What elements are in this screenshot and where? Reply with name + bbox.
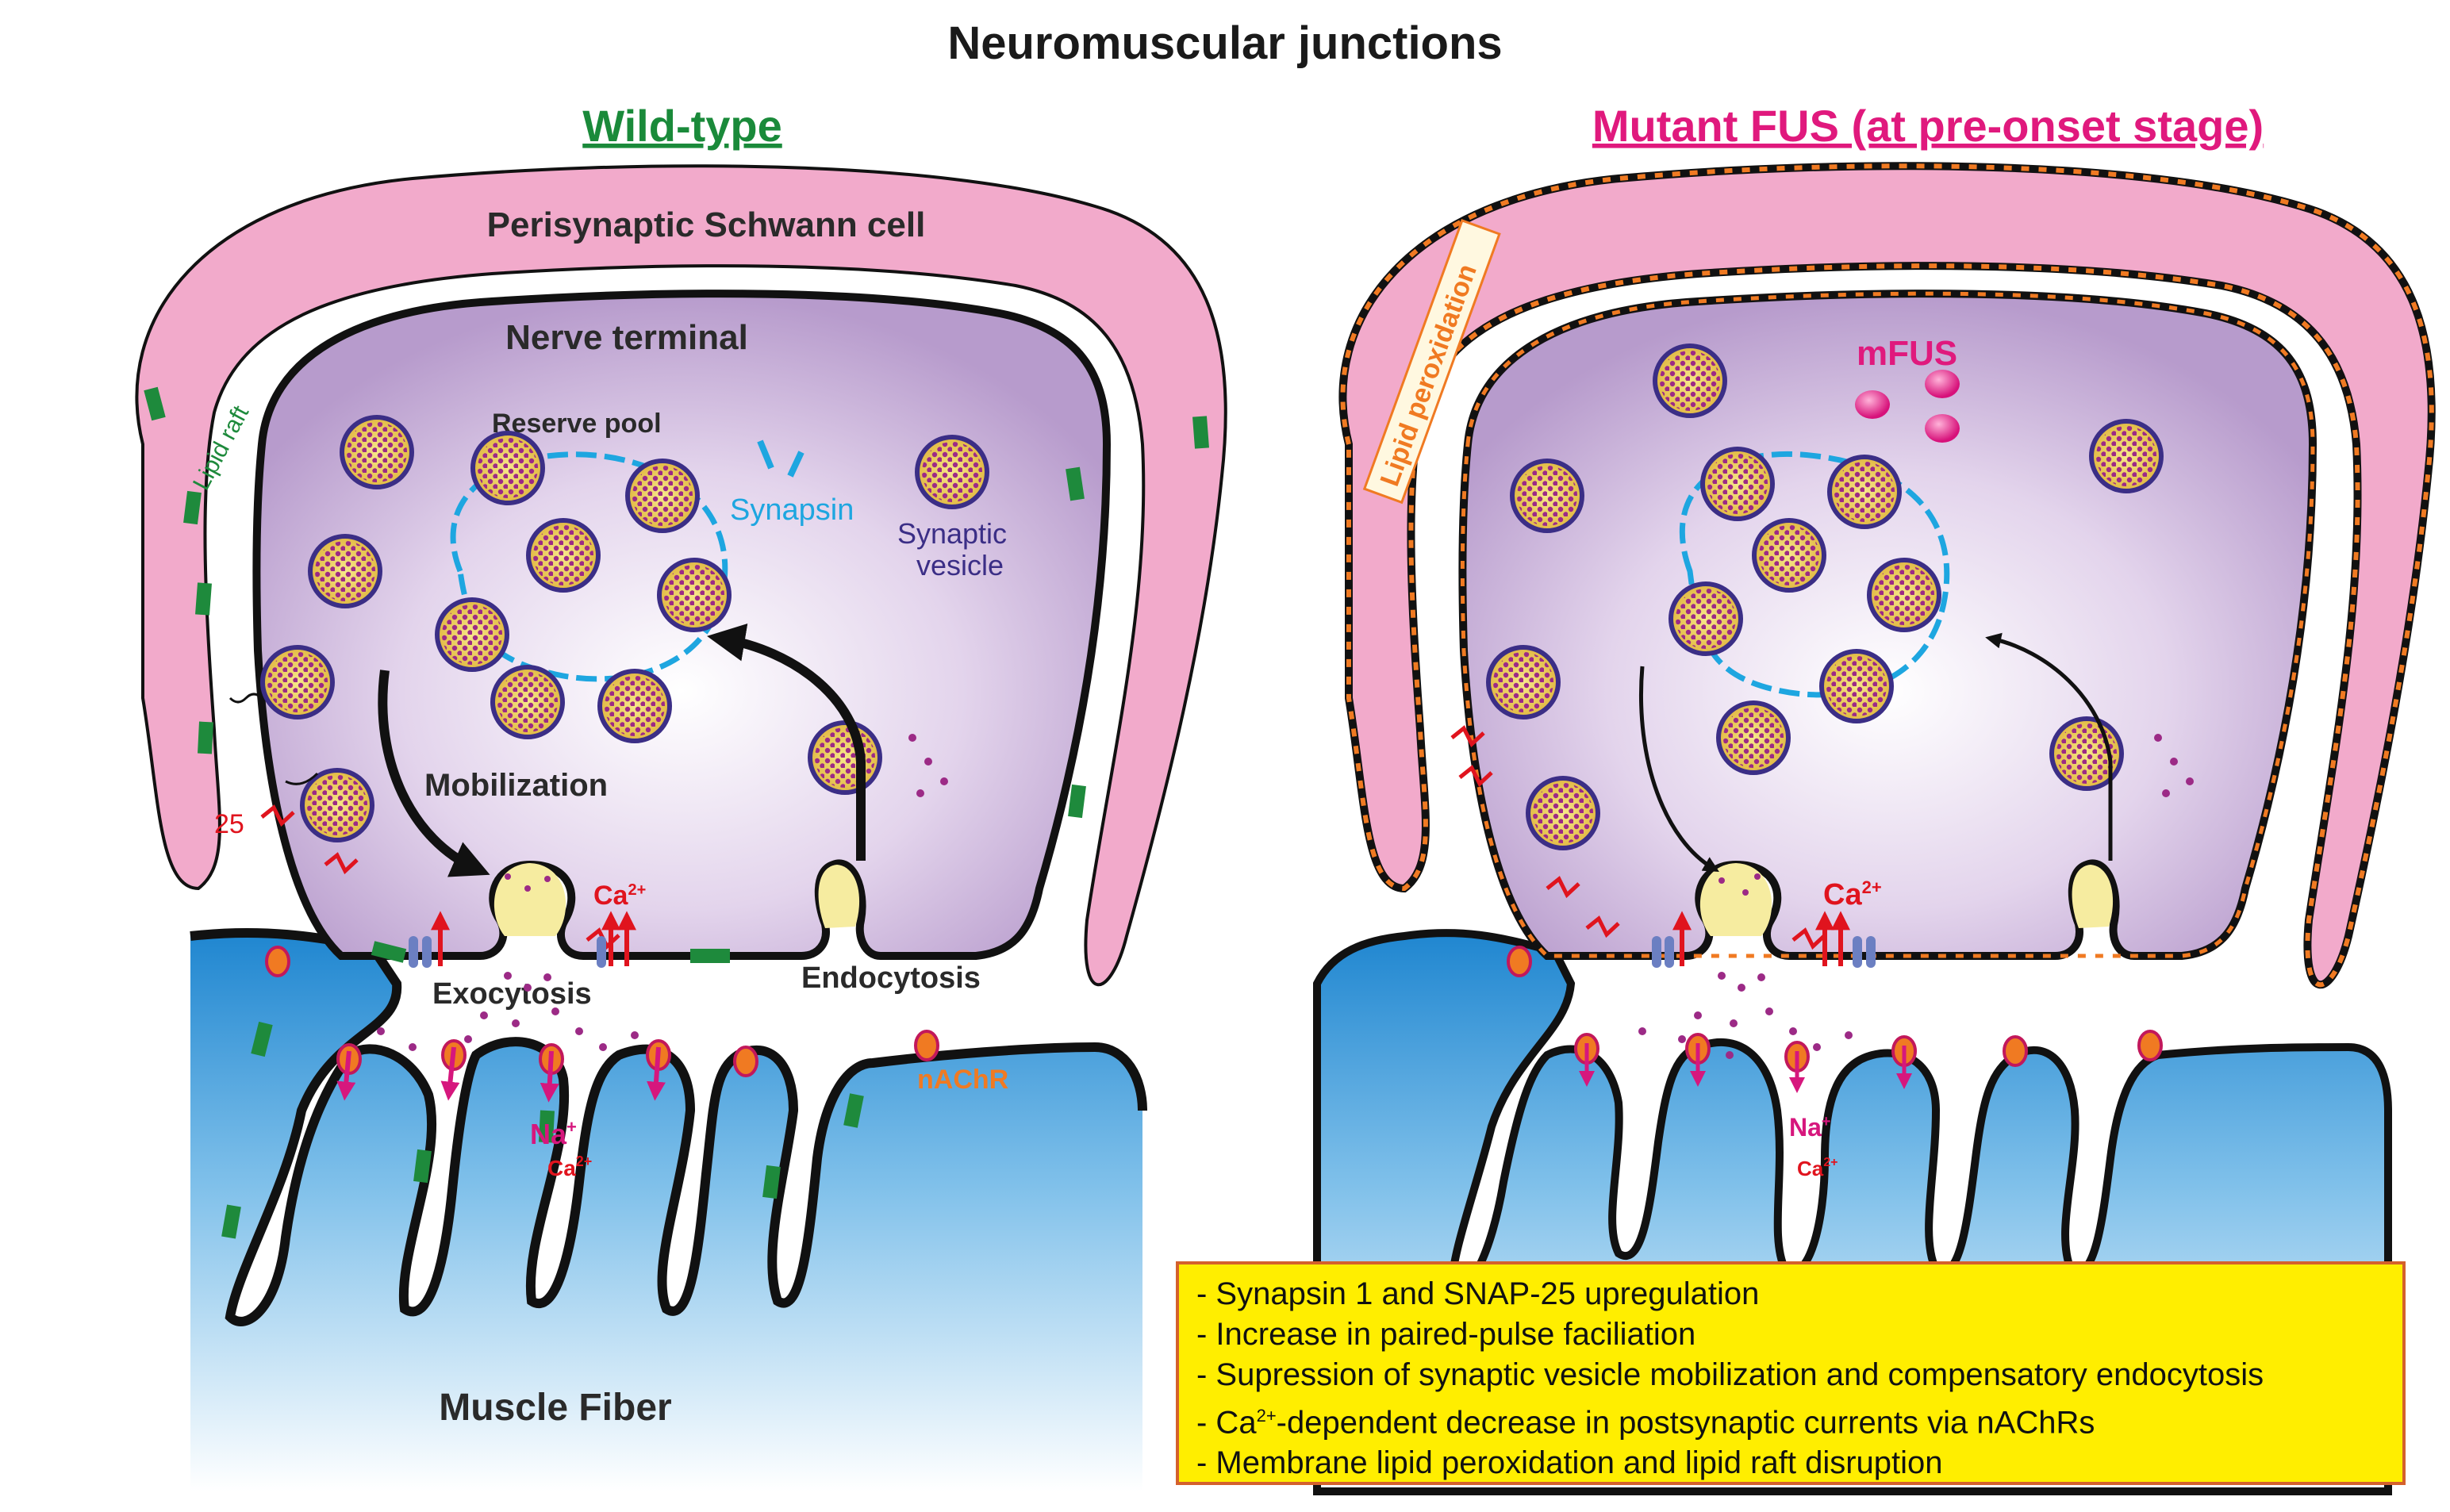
mobilization-label: Mobilization [424,768,608,803]
calcium-channels [409,936,606,968]
nerve-lipid-rafts [144,386,1209,963]
endocytosis-bud-mutant [2072,865,2114,928]
calcium-post-label-mutant: Ca2+ [1797,1156,1838,1180]
muscle-fiber [190,932,1142,1491]
snap25-label: 25 [214,809,244,839]
mobilization-arrow [378,670,490,877]
synaptic-vesicle-label-2: vesicle [916,549,1004,581]
wild-type-title: Wild-type [582,101,781,151]
nachr-label: nAChR [917,1065,1008,1095]
mfus-label: mFUS [1857,334,1957,373]
exocytosis-label: Exocytosis [432,977,592,1011]
neurotransmitter-release-mutant [1638,734,2194,1059]
summary-item: - Ca2+-dependent decrease in postsynapti… [1196,1405,2095,1441]
summary-item: - Membrane lipid peroxidation and lipid … [1196,1445,1943,1481]
muscle-lipid-rafts [221,1021,864,1239]
nerve-terminal-label: Nerve terminal [505,318,748,357]
mfus-particles [1855,370,1960,443]
snap25-marks-mutant [1450,725,1826,950]
sodium-label: Na+ [530,1117,577,1150]
nerve-peroxidation-overlay [1460,291,2315,958]
neurotransmitter-release [377,734,948,1051]
wild-type-panel: Wild-type nAChR [135,101,1227,1491]
summary-list: - Synapsin 1 and SNAP-25 upregulation - … [1196,1274,2385,1483]
exocytosis-bud-mutant [1699,863,1772,936]
sodium-label-mutant: Na+ [1789,1113,1831,1142]
muscle-fiber-label: Muscle Fiber [439,1387,671,1429]
mutant-fus-title: Mutant FUS (at pre-onset stage) [1592,101,2264,151]
mobilization-arrow-mutant [1638,666,1719,873]
summary-item: - Increase in paired-pulse faciliation [1196,1317,1696,1352]
synapsin-free [757,439,805,478]
calcium-label-mutant: Ca2+ [1823,877,1882,911]
muscle-membrane [190,928,1147,1326]
summary-item: - Supression of synaptic vesicle mobiliz… [1196,1357,2264,1392]
endocytosis-arrow-mutant [1985,632,2113,861]
synapsin-label: Synapsin [730,493,854,527]
endocytosis-label: Endocytosis [801,961,981,995]
calcium-arrows-mutant [1672,911,1850,966]
sodium-arrows [336,1046,666,1103]
sodium-arrows-mutant [1579,1043,1912,1093]
nachr-receptors-mutant [1507,946,2163,1073]
summary-item: - Synapsin 1 and SNAP-25 upregulation [1196,1276,1760,1311]
calcium-label: Ca2+ [593,881,646,911]
endocytosis-bud [818,865,860,928]
figure-title: Neuromuscular junctions [947,17,1502,69]
schwann-cell-label: Perisynaptic Schwann cell [487,205,926,244]
calcium-post-label: Ca2+ [547,1153,592,1180]
calcium-channels-mutant [1652,936,1876,968]
endocytosis-arrow [707,624,866,861]
summary-box: - Synapsin 1 and SNAP-25 upregulation - … [1176,1261,2406,1485]
tethers [228,693,319,785]
calcium-arrows [431,911,636,966]
synaptic-vesicle-label-1: Synaptic [897,517,1007,550]
